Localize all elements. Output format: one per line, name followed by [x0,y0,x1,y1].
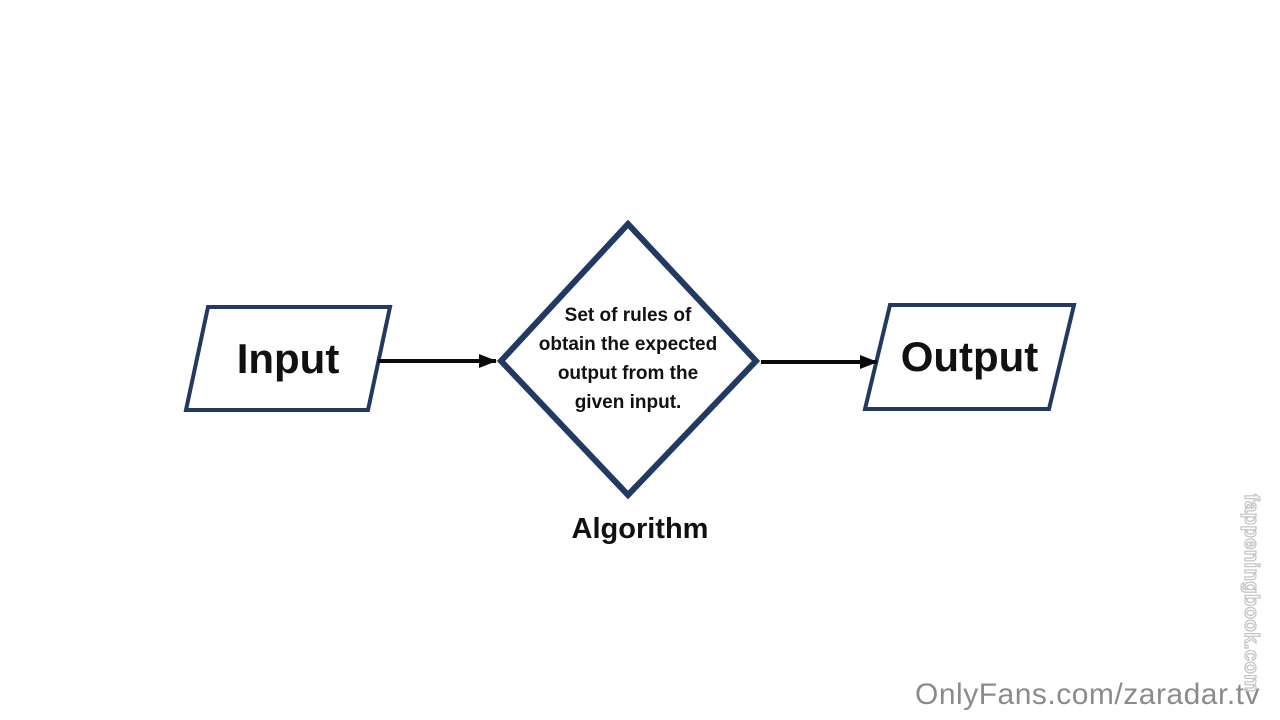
side-watermark-text: fappeningbook.com [1239,493,1262,693]
input-node-label: Input [236,334,340,382]
bottom-watermark-text: OnlyFans.com/zaradar.tv [915,678,1260,711]
algorithm-diamond-shape [496,219,761,500]
algorithm-text-line-1: Set of rules of [564,305,692,326]
algorithm-node-text: Set of rules of obtain the expected outp… [518,301,738,417]
output-node-label: Output [900,333,1039,380]
algorithm-caption: Algorithm [571,513,709,545]
input-parallelogram-shape [183,305,393,412]
algorithm-text-line-3: output from the [557,363,699,384]
output-parallelogram-shape [862,303,1077,411]
algorithm-text-line-2: obtain the expected [538,334,718,355]
algorithm-text-line-4: given input. [574,392,682,413]
